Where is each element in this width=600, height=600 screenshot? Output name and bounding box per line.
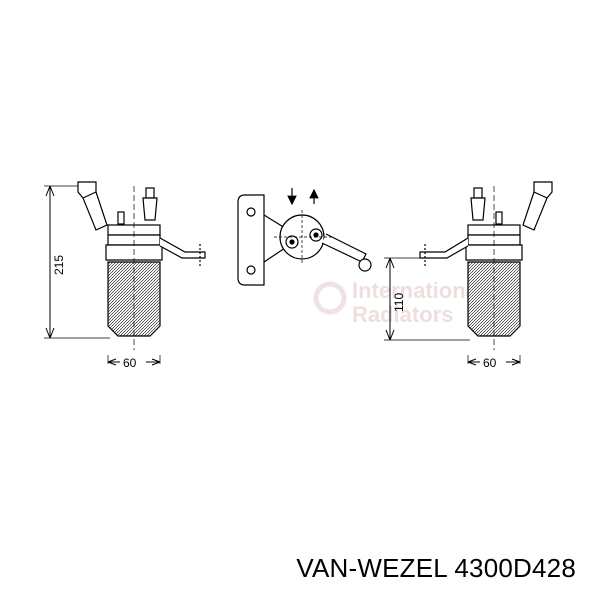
watermark-line1: International [352,278,484,303]
dimension-label-60-left: 60 [123,356,137,370]
product-caption: VAN-WEZEL 4300D428 [0,553,576,584]
brand-name: VAN-WEZEL [296,553,447,583]
part-number: 4300D428 [454,553,576,583]
dimension-label-110: 110 [392,293,406,312]
dimension-label-60-right: 60 [483,356,497,370]
drier-side-view-right [419,181,553,350]
watermark: International Radiators [313,278,484,327]
dimension-height-right [384,257,470,341]
dimension-height-total [44,185,110,339]
dimension-label-215: 215 [52,255,66,275]
watermark-line2: Radiators [352,302,453,327]
dimension-diameter-right [467,355,521,366]
drier-side-view-left [77,181,206,350]
dimension-diameter-left [107,355,161,366]
drier-top-view-center [237,188,372,286]
